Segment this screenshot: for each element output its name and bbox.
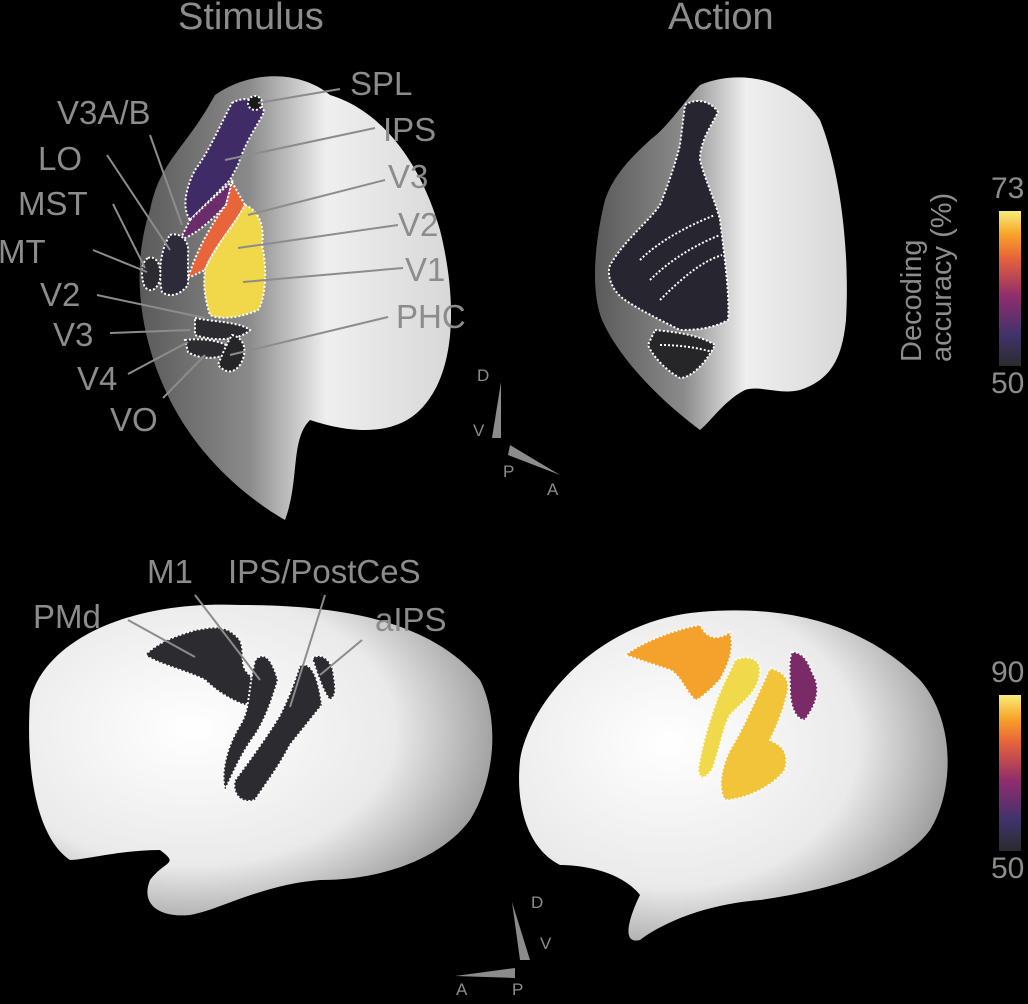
bottom-left-leader-lines: [127, 594, 363, 708]
orient-top-ventral: V: [473, 421, 485, 440]
action-lateral-brain: [519, 610, 948, 941]
bottom-colorbar-max: 90: [991, 656, 1025, 689]
label-vo: VO: [110, 401, 158, 438]
orient-bottom-anterior: A: [456, 980, 468, 999]
label-v3ab: V3A/B: [57, 94, 151, 131]
label-ips-postces: IPS/PostCeS: [228, 553, 421, 590]
action-occipital-brain: [594, 77, 847, 430]
stimulus-leader-lines: [92, 88, 404, 399]
orient-top-anterior: A: [547, 480, 559, 499]
label-ips: IPS: [383, 111, 437, 148]
label-spl: SPL: [350, 65, 413, 102]
stimulus-lateral-brain: [29, 604, 493, 916]
label-phc: PHC: [396, 298, 466, 335]
colorbar-title-line1: Decoding: [896, 239, 928, 362]
label-v2-left: V2: [40, 276, 81, 313]
stimulus-occipital-brain: [139, 76, 452, 520]
top-colorbar-min: 50: [991, 367, 1025, 400]
top-orientation-arrows: [492, 382, 560, 475]
top-colorbar-max: 73: [991, 172, 1025, 205]
orient-bottom-ventral: V: [540, 934, 552, 953]
label-v2-right: V2: [398, 206, 439, 243]
label-v3-right: V3: [388, 158, 429, 195]
bottom-orientation-arrows: [455, 902, 530, 978]
bottom-colorbar-min: 50: [991, 852, 1025, 885]
orient-top-dorsal: D: [477, 366, 490, 385]
label-v3-left: V3: [53, 316, 94, 353]
colorbar-title-line2: accuracy (%): [926, 192, 959, 362]
stimulus-panel-title: Stimulus: [178, 0, 324, 38]
orient-bottom-posterior: P: [512, 980, 524, 999]
label-lo: LO: [38, 140, 83, 177]
orient-top-posterior: P: [503, 462, 515, 481]
action-panel-title: Action: [668, 0, 774, 38]
label-v4: V4: [77, 360, 118, 397]
orient-bottom-dorsal: D: [531, 893, 544, 912]
top-colorbar: [999, 211, 1021, 366]
label-pmd: PMd: [33, 598, 101, 635]
label-v1: V1: [405, 251, 446, 288]
label-m1: M1: [147, 553, 193, 590]
colorbar-title: Decoding accuracy (%): [896, 192, 959, 362]
label-mst: MST: [18, 185, 88, 222]
label-mt: MT: [0, 233, 46, 270]
label-aips: aIPS: [375, 601, 447, 638]
bottom-colorbar: [999, 695, 1021, 851]
